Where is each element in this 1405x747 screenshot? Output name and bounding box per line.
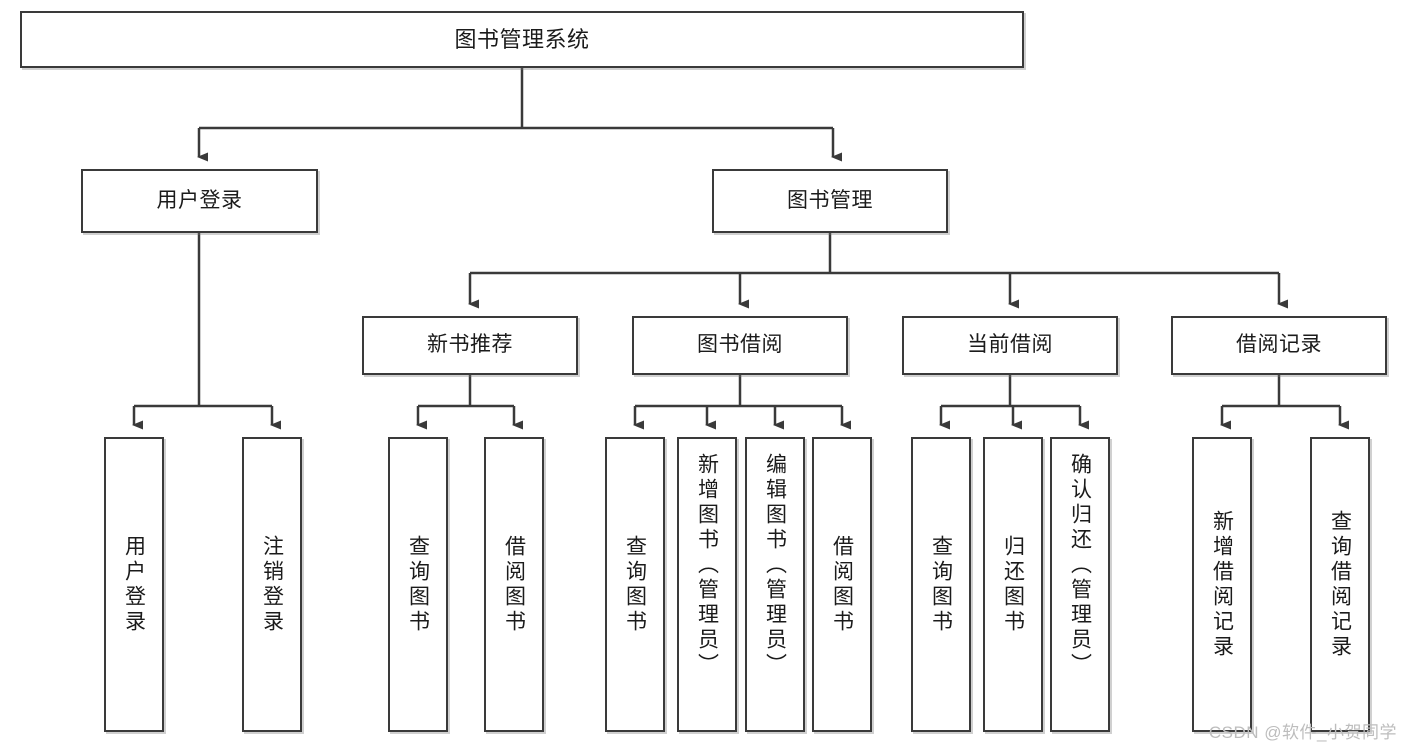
node-user-login[interactable]: 用户登录 [81,169,318,233]
node-borrow-record[interactable]: 借阅记录 [1171,316,1387,375]
leaf-node-label: 归还图书 [1001,534,1025,635]
node-user-login-label: 用户登录 [156,188,243,212]
leaf-node-label: 查询借阅记录 [1328,509,1352,660]
leaf-node-label: 注销登录 [260,534,284,635]
node-book-management-label: 图书管理 [787,188,873,212]
leaf-node[interactable]: 新增借阅记录 [1192,437,1252,732]
node-current-borrow-label: 当前借阅 [967,333,1053,357]
node-book-management[interactable]: 图书管理 [712,169,948,233]
leaf-node-label: 新增图书（管理员） [695,453,719,678]
node-book-borrow-label: 图书借阅 [697,333,783,357]
leaf-node-label: 借阅图书 [830,534,854,635]
leaf-node[interactable]: 确认归还（管理员） [1050,437,1110,732]
leaf-node[interactable]: 归还图书 [983,437,1043,732]
leaf-node[interactable]: 查询图书 [388,437,448,732]
leaf-node[interactable]: 查询图书 [911,437,971,732]
leaf-node-label: 用户登录 [122,534,146,635]
leaf-node[interactable]: 新增图书（管理员） [677,437,737,732]
node-new-book-recommend-label: 新书推荐 [427,333,513,357]
node-book-borrow[interactable]: 图书借阅 [632,316,848,375]
leaf-node-label: 编辑图书（管理员） [763,453,787,678]
leaf-node-label: 新增借阅记录 [1210,509,1234,660]
leaf-node[interactable]: 编辑图书（管理员） [745,437,805,732]
node-current-borrow[interactable]: 当前借阅 [902,316,1118,375]
leaf-node[interactable]: 借阅图书 [812,437,872,732]
leaf-node-label: 查询图书 [406,534,430,635]
leaf-node[interactable]: 查询图书 [605,437,665,732]
watermark-text: CSDN @软件_小贺同学 [1208,723,1397,742]
leaf-node[interactable]: 借阅图书 [484,437,544,732]
leaf-node-label: 查询图书 [623,534,647,635]
node-new-book-recommend[interactable]: 新书推荐 [362,316,578,375]
leaf-node-label: 确认归还（管理员） [1068,453,1092,678]
leaf-node[interactable]: 用户登录 [104,437,164,732]
node-root-label: 图书管理系统 [454,26,590,52]
leaf-node[interactable]: 注销登录 [242,437,302,732]
node-root[interactable]: 图书管理系统 [20,11,1024,68]
leaf-node-label: 借阅图书 [502,534,526,635]
node-borrow-record-label: 借阅记录 [1236,333,1322,357]
leaf-node-label: 查询图书 [929,534,953,635]
leaf-node[interactable]: 查询借阅记录 [1310,437,1370,732]
